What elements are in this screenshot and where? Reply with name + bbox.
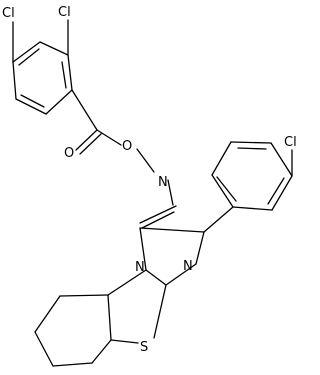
- chlorine-label-3: Cl: [284, 135, 297, 150]
- oxygen-label-single: O: [122, 139, 132, 154]
- nitrogen-oxime-label: N: [158, 175, 168, 190]
- bond-set: [12, 19, 293, 367]
- chlorine-label-1: Cl: [58, 5, 71, 20]
- oxygen-label-carbonyl: O: [64, 146, 74, 161]
- nitrogen-imidazole-label: N: [183, 259, 193, 274]
- chlorine-label-2: Cl: [2, 6, 15, 21]
- sulfur-label: S: [140, 340, 148, 355]
- atom-labels: Cl Cl O O N N N S Cl: [2, 5, 297, 355]
- molecule-structure: Cl Cl O O N N N S Cl: [2, 5, 297, 367]
- nitrogen-bridge-label: N: [135, 260, 145, 275]
